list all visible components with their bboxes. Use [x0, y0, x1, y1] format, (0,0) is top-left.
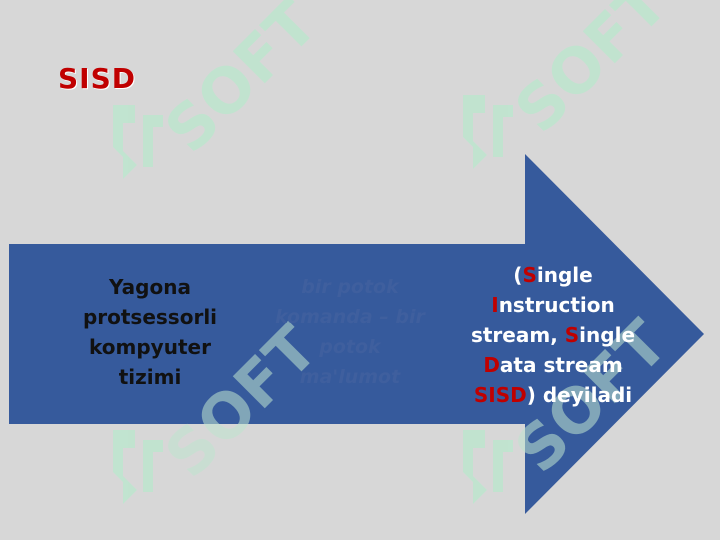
text-line: Data stream [483, 353, 623, 377]
text-line: bir potok [301, 276, 399, 298]
text-line: ma'lumot [299, 366, 401, 388]
slide-title: SISD [58, 62, 136, 95]
text-line: (Single [513, 263, 593, 287]
text-line: SISD) deyiladi [473, 383, 633, 407]
acronym: SISD [473, 383, 527, 407]
text-line: Yagona [109, 275, 191, 299]
text-line: Instruction [491, 293, 615, 317]
text-line: protsessorli [82, 305, 218, 329]
text-block-single-stream: bir potok komanda – bir potok ma'lumot [262, 262, 438, 402]
text-line: komanda – bir [275, 306, 425, 328]
text-line: stream, Single [470, 323, 636, 347]
text-line: potok [319, 336, 381, 358]
text-line: tizimi [118, 365, 182, 389]
acronym-letter: S [522, 263, 537, 287]
acronym-letter: I [491, 293, 499, 317]
text-line: kompyuter [89, 335, 211, 359]
text-block-single-processor: Yagona protsessorli kompyuter tizimi [60, 262, 240, 402]
text-block-sisd-definition: (Single Instruction stream, Single Data … [458, 250, 648, 420]
acronym-letter: S [564, 323, 580, 347]
acronym-letter: D [483, 353, 500, 377]
